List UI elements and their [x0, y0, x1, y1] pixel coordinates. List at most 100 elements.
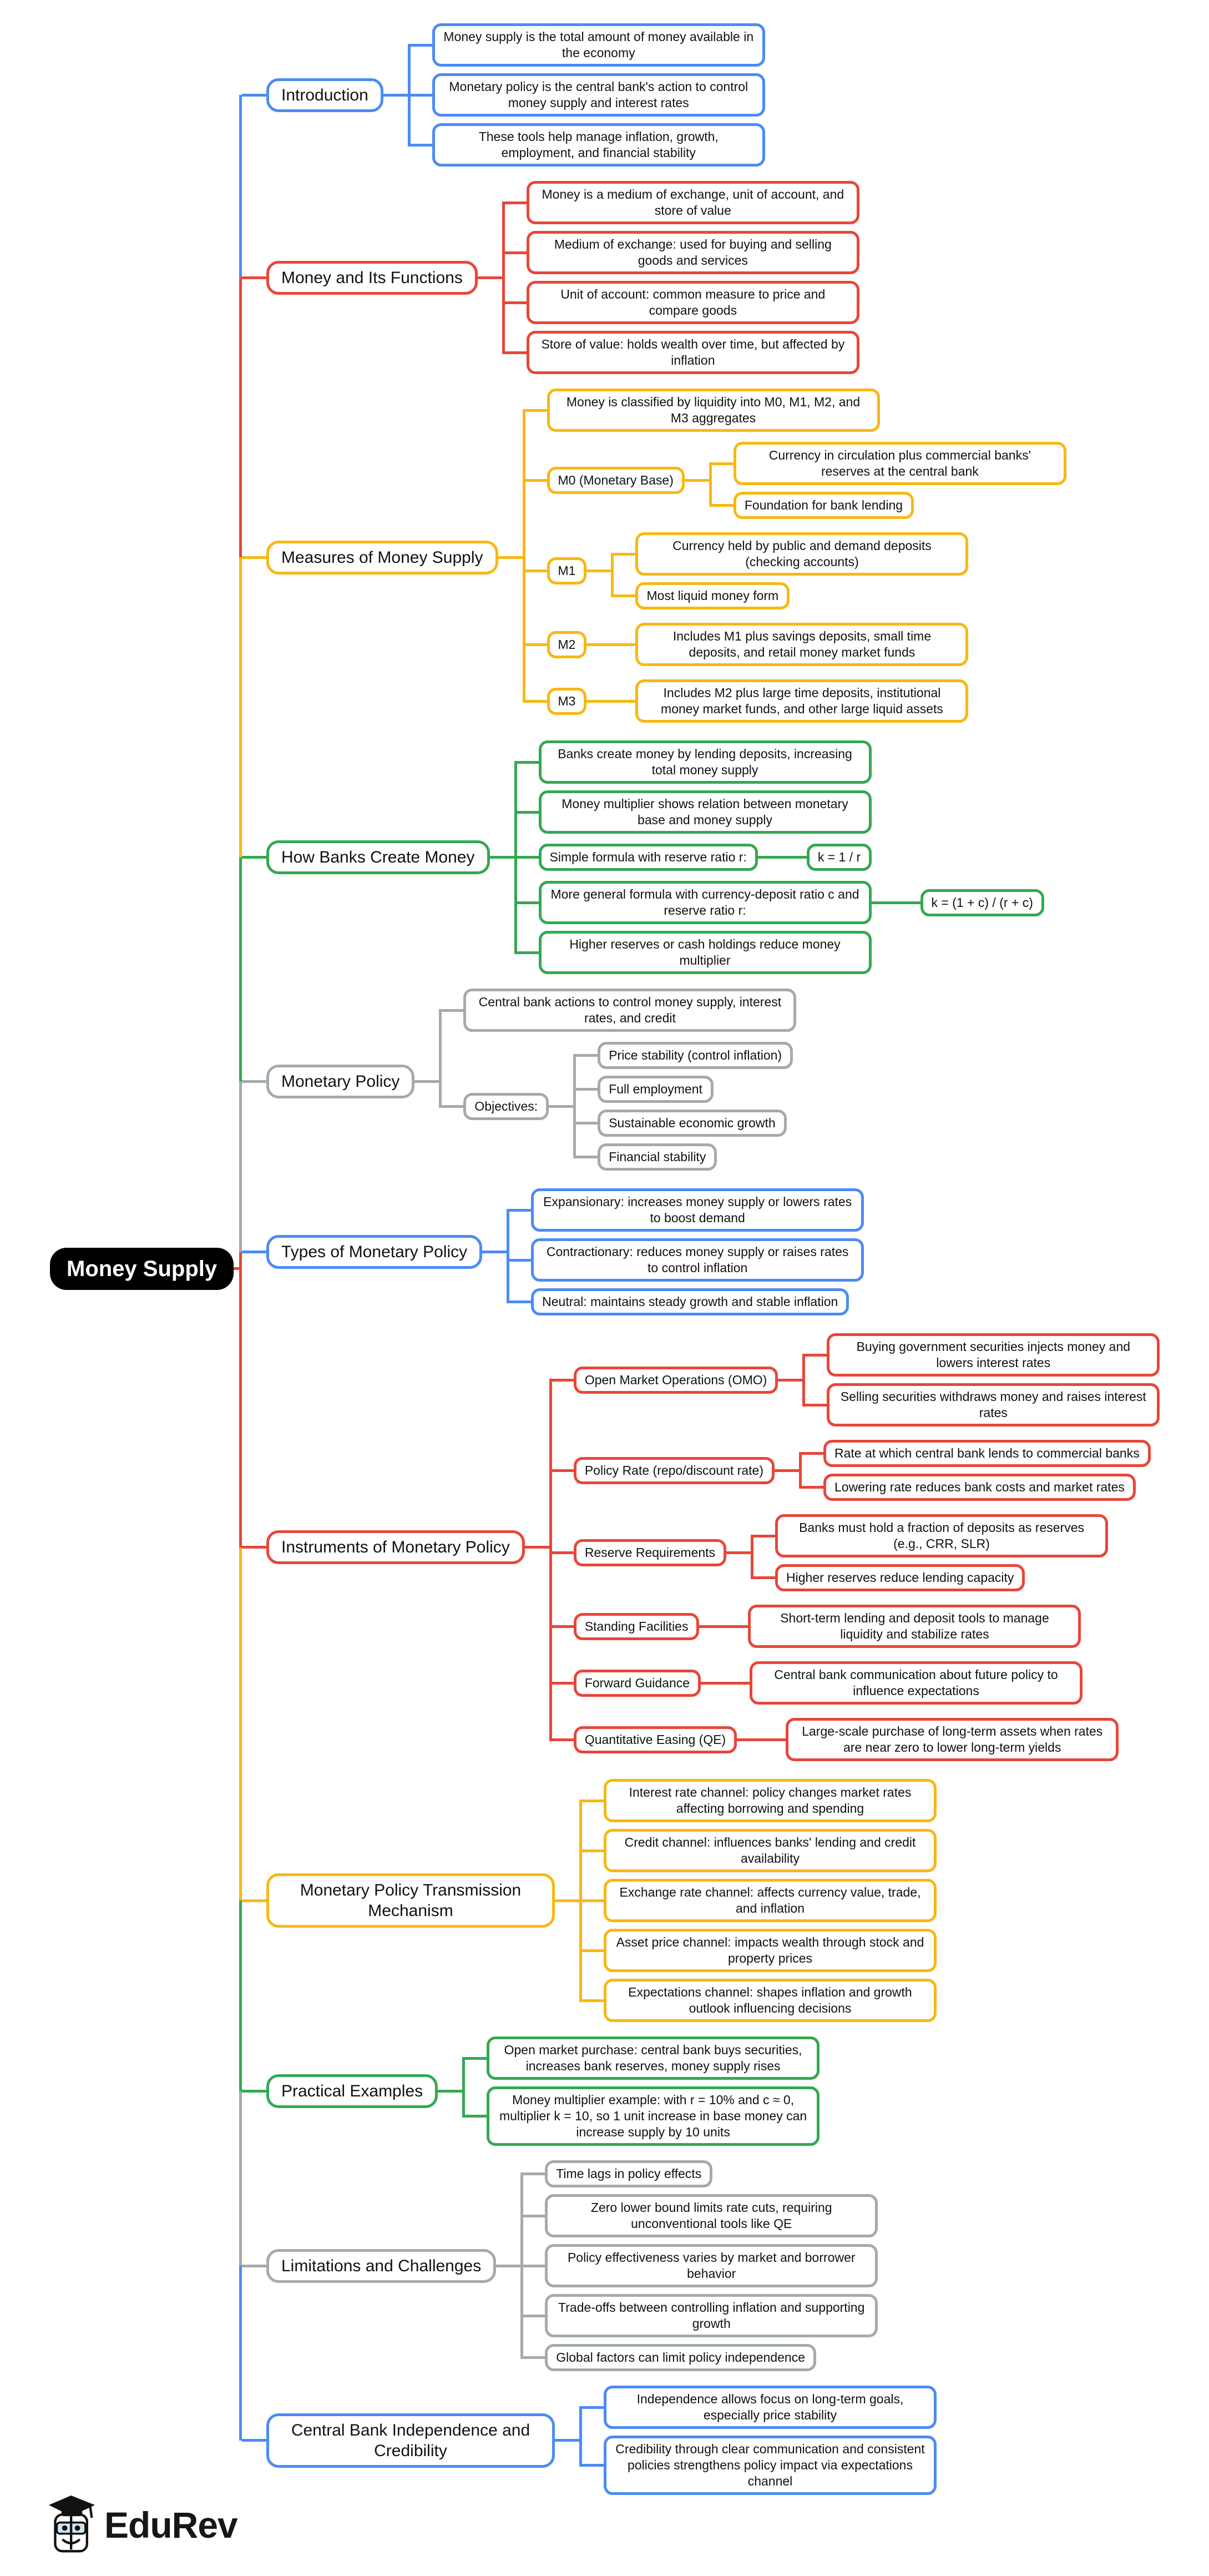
- mindmap-node-forward-guidance: Forward Guidance: [573, 1669, 701, 1697]
- branch-label-central-bank-independence-and-credibility: Central Bank Independence and Credibilit…: [266, 2413, 555, 2468]
- tree-item: Open Market Operations (OMO)Buying gover…: [549, 1327, 1160, 1433]
- tree-item: Money multiplier example: with r = 10% a…: [462, 2083, 820, 2149]
- branch-label-money-and-its-functions: Money and Its Functions: [266, 260, 478, 295]
- trunk-segment: [239, 2091, 242, 2266]
- branch-practical-examples: Practical Examples Open market purchase: …: [242, 2033, 1160, 2149]
- children-group: Money is classified by liquidity into M0…: [522, 385, 1066, 729]
- connector-line: [549, 1105, 574, 1108]
- tree-item: Interest rate channel: policy changes ma…: [579, 1776, 937, 1826]
- mindmap-node-money-multiplier-shows-relation-between-: Money multiplier shows relation between …: [538, 790, 872, 834]
- tree-item: Zero lower bound limits rate cuts, requi…: [520, 2191, 878, 2241]
- edurev-logo: EduRev: [49, 2494, 238, 2556]
- connector-line: [496, 2264, 521, 2267]
- children-group: Banks create money by lending deposits, …: [514, 737, 1044, 977]
- children-group: Money supply is the total amount of mone…: [407, 20, 765, 170]
- connector-line: [586, 643, 611, 646]
- tree-item: Credit channel: influences banks' lendin…: [579, 1826, 937, 1876]
- children-group: Includes M2 plus large time deposits, in…: [611, 676, 969, 726]
- tree-item: Simple formula with reserve ratio r:k = …: [514, 837, 1044, 878]
- children-group: Includes M1 plus savings deposits, small…: [611, 619, 969, 669]
- tree-item: More general formula with currency-depos…: [514, 878, 1044, 927]
- mindmap-node-money-is-classified-by-liquidity-into-m0: Money is classified by liquidity into M0…: [547, 389, 880, 432]
- tree-item: Expectations channel: shapes inflation a…: [579, 1975, 937, 2025]
- root-connector: [228, 1267, 242, 1270]
- mindmap-node-expansionary-increases-money-supply-or-l: Expansionary: increases money supply or …: [531, 1188, 864, 1232]
- connector-line: [684, 479, 709, 482]
- mindmap-node-most-liquid-money-form: Most liquid money form: [635, 582, 790, 609]
- mindmap-node-store-of-value-holds-wealth-over-time-bu: Store of value: holds wealth over time, …: [526, 331, 859, 374]
- mindmap-node-these-tools-help-manage-inflation-growth: These tools help manage inflation, growt…: [432, 123, 765, 167]
- tree-item: Money supply is the total amount of mone…: [407, 20, 765, 70]
- mindmap-node-higher-reserves-reduce-lending-capacity: Higher reserves reduce lending capacity: [775, 1564, 1025, 1591]
- connector-line: [699, 1625, 724, 1628]
- connector-line: [871, 901, 896, 904]
- tree-item: Independence allows focus on long-term g…: [579, 2382, 937, 2432]
- mindmap-node-objectives: Objectives:: [463, 1092, 549, 1120]
- connector-line: [489, 856, 514, 859]
- connector-line: [242, 856, 266, 859]
- tree-item: Selling securities withdraws money and r…: [802, 1380, 1160, 1430]
- mindmap-node-banks-must-hold-a-fraction-of-deposits-a: Banks must hold a fraction of deposits a…: [775, 1514, 1109, 1557]
- mindmap-node-price-stability-control-inflation: Price stability (control inflation): [598, 1042, 793, 1069]
- connector-line: [242, 1546, 266, 1549]
- mindmap-node-monetary-policy-is-the-central-bank-s-ac: Monetary policy is the central bank's ac…: [432, 73, 765, 117]
- connector-line: [242, 93, 266, 97]
- mindmap-node-credibility-through-clear-communication-: Credibility through clear communication …: [604, 2436, 937, 2495]
- tree-item: Most liquid money form: [611, 579, 968, 613]
- tree-item: Currency held by public and demand depos…: [611, 529, 969, 579]
- trunk-segment: [239, 278, 242, 557]
- mindmap-node-policy-effectiveness-varies-by-market-an: Policy effectiveness varies by market an…: [545, 2244, 878, 2287]
- mindmap-node-money-supply-is-the-total-amount-of-mone: Money supply is the total amount of mone…: [432, 23, 765, 67]
- branch-label-monetary-policy-transmission-mechanism: Monetary Policy Transmission Mechanism: [266, 1873, 555, 1928]
- tree-item: Foundation for bank lending: [709, 488, 1066, 522]
- tree-item: Neutral: maintains steady growth and sta…: [507, 1285, 864, 1319]
- tree-item: Exchange rate channel: affects currency …: [579, 1876, 937, 1925]
- mindmap-node-lowering-rate-reduces-bank-costs-and-mar: Lowering rate reduces bank costs and mar…: [823, 1474, 1136, 1501]
- tree-item: M0 (Monetary Base)Currency in circulatio…: [522, 435, 1066, 526]
- children-group: Currency in circulation plus commercial …: [709, 438, 1066, 522]
- mindmap-node-large-scale-purchase-of-long-term-assets: Large-scale purchase of long-term assets…: [786, 1718, 1119, 1761]
- connector-line: [242, 2090, 266, 2093]
- branch-label-instruments-of-monetary-policy: Instruments of Monetary Policy: [266, 1530, 525, 1564]
- connector-line: [242, 2264, 266, 2267]
- mindmap-node-neutral-maintains-steady-growth-and-stab: Neutral: maintains steady growth and sta…: [531, 1288, 849, 1315]
- mindmap-node-full-employment: Full employment: [598, 1076, 714, 1103]
- connector-line: [524, 1546, 549, 1549]
- tree-item: Full employment: [573, 1072, 793, 1106]
- children-group: Independence allows focus on long-term g…: [579, 2382, 937, 2498]
- tree-item: Money is a medium of exchange, unit of a…: [502, 178, 859, 228]
- branch-label-practical-examples: Practical Examples: [266, 2074, 438, 2108]
- connector-line: [737, 1738, 762, 1741]
- branch-label-how-banks-create-money: How Banks Create Money: [266, 840, 490, 874]
- tree-item: Asset price channel: impacts wealth thro…: [579, 1925, 937, 1975]
- tree-item: Expansionary: increases money supply or …: [507, 1185, 864, 1235]
- children-group: Open market purchase: central bank buys …: [462, 2033, 820, 2149]
- tree-item: Higher reserves reduce lending capacity: [751, 1561, 1108, 1595]
- mindmap-node-short-term-lending-and-deposit-tools-to-: Short-term lending and deposit tools to …: [748, 1605, 1081, 1648]
- children-group: Buying government securities injects mon…: [802, 1330, 1160, 1430]
- connector-line: [242, 1080, 266, 1083]
- trunk-segment: [239, 1252, 242, 1547]
- branch-money-and-its-functions: Money and Its Functions Money is a medium…: [242, 178, 1160, 377]
- connector-line: [774, 1469, 799, 1472]
- tree-item: Policy effectiveness varies by market an…: [520, 2241, 878, 2291]
- tree-item: Unit of account: common measure to price…: [502, 278, 859, 327]
- connector-line: [242, 1251, 266, 1253]
- tree-item: Policy Rate (repo/discount rate)Rate at …: [549, 1433, 1160, 1508]
- trunk-segment: [239, 1901, 242, 2091]
- tree-item: Includes M2 plus large time deposits, in…: [611, 676, 969, 726]
- mindmap-node-policy-rate-repo-discount-rate: Policy Rate (repo/discount rate): [573, 1456, 775, 1484]
- branch-how-banks-create-money: How Banks Create Money Banks create money…: [242, 737, 1160, 977]
- mindmap-node-exchange-rate-channel-affects-currency-v: Exchange rate channel: affects currency …: [604, 1879, 937, 1922]
- children-group: Short-term lending and deposit tools to …: [724, 1601, 1081, 1651]
- mindmap-node-buying-government-securities-injects-mon: Buying government securities injects mon…: [827, 1333, 1160, 1377]
- connector-line: [586, 699, 611, 703]
- mindmap-node-global-factors-can-limit-policy-independ: Global factors can limit policy independ…: [545, 2344, 816, 2371]
- tree-item: Financial stability: [573, 1140, 793, 1174]
- mindmap-node-m3: M3: [547, 687, 587, 715]
- edurev-logo-text: EduRev: [104, 2504, 238, 2545]
